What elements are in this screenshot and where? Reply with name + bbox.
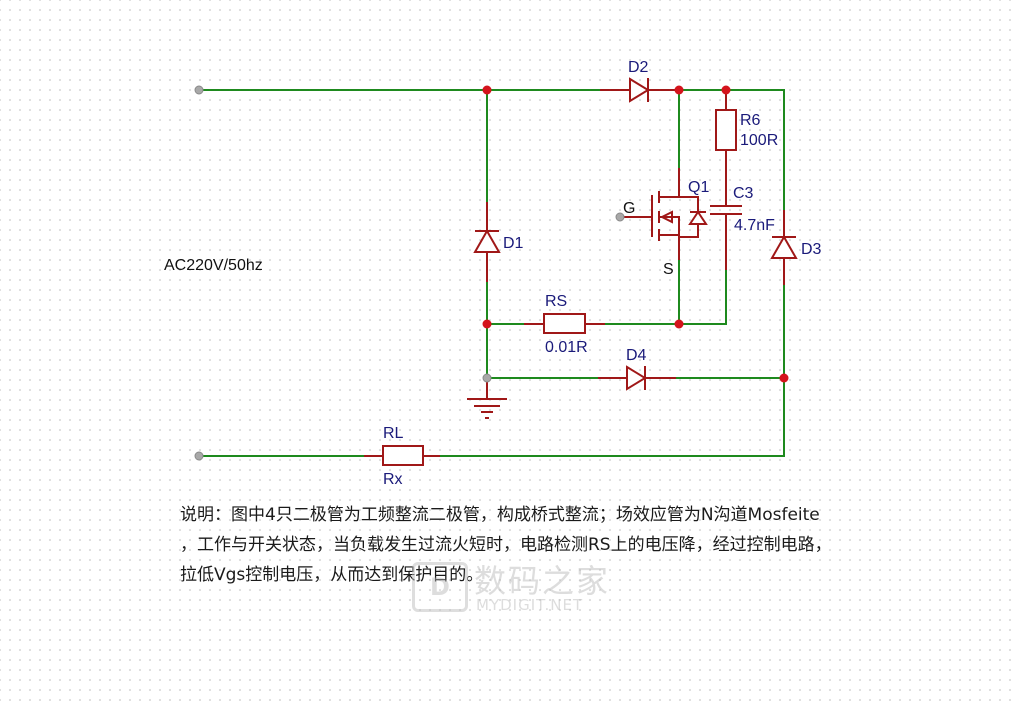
diode-d1[interactable] bbox=[473, 202, 501, 282]
description-line: ，工作与开关状态，当负载发生过流火短时，电路检测RS上的电压降，经过控制电路， bbox=[180, 535, 832, 555]
description-line: 说明：图中4只二极管为工频整流二极管，构成桥式整流；场效应管为N沟道Mosfei… bbox=[180, 505, 820, 525]
diode-d4[interactable] bbox=[598, 365, 676, 391]
description-text: 说明：图中4只二极管为工频整流二极管，构成桥式整流；场效应管为N沟道Mosfei… bbox=[180, 500, 900, 590]
junction-dot bbox=[674, 319, 684, 329]
wires bbox=[199, 89, 785, 457]
c3-label: C3 bbox=[733, 185, 754, 202]
q1-gate-label: G bbox=[623, 200, 635, 217]
gate-port[interactable] bbox=[615, 212, 625, 222]
junction-dot bbox=[482, 319, 492, 329]
rs-value: 0.01R bbox=[545, 339, 588, 356]
rl-value: Rx bbox=[383, 471, 403, 488]
junction-dot bbox=[482, 85, 492, 95]
r6-label: R6 bbox=[740, 112, 761, 129]
diode-d2[interactable] bbox=[600, 77, 679, 103]
watermark-text-en: MYDIGIT.NET bbox=[476, 596, 584, 614]
ac-source-label: AC220V/50hz bbox=[164, 257, 263, 274]
resistor-rs[interactable] bbox=[524, 313, 605, 334]
ports bbox=[194, 85, 625, 461]
diode-d3[interactable] bbox=[770, 210, 798, 285]
watermark-logo-icon: D bbox=[412, 562, 468, 612]
watermark-text-cn: 数码之家 bbox=[474, 562, 611, 600]
capacitor-c3[interactable] bbox=[710, 205, 742, 270]
junction-dot bbox=[674, 85, 684, 95]
junction-dot bbox=[779, 373, 789, 383]
description-line: 拉低Vgs控制电压，从而达到保护目的。 bbox=[180, 565, 484, 585]
resistor-rl[interactable] bbox=[364, 445, 440, 466]
wire-top-right bbox=[678, 89, 785, 230]
q1-label: Q1 bbox=[688, 179, 709, 196]
junction-dot bbox=[721, 85, 731, 95]
ground-port bbox=[482, 373, 492, 383]
q1-source-label: S bbox=[663, 261, 674, 278]
wire-rs-right bbox=[605, 270, 727, 325]
ground-symbol bbox=[467, 378, 507, 419]
wire-d3-bottom bbox=[440, 285, 785, 457]
d1-label: D1 bbox=[503, 235, 524, 252]
d4-label: D4 bbox=[626, 347, 647, 364]
ac-input-port-top[interactable] bbox=[194, 85, 204, 95]
rs-label: RS bbox=[545, 293, 567, 310]
rl-label: RL bbox=[383, 425, 404, 442]
d2-label: D2 bbox=[628, 59, 649, 76]
ac-input-port-bottom[interactable] bbox=[194, 451, 204, 461]
d3-label: D3 bbox=[801, 241, 822, 258]
junctions bbox=[482, 85, 789, 383]
mosfet-q1[interactable] bbox=[620, 168, 708, 260]
r6-value: 100R bbox=[740, 132, 778, 149]
c3-value: 4.7nF bbox=[734, 217, 775, 234]
